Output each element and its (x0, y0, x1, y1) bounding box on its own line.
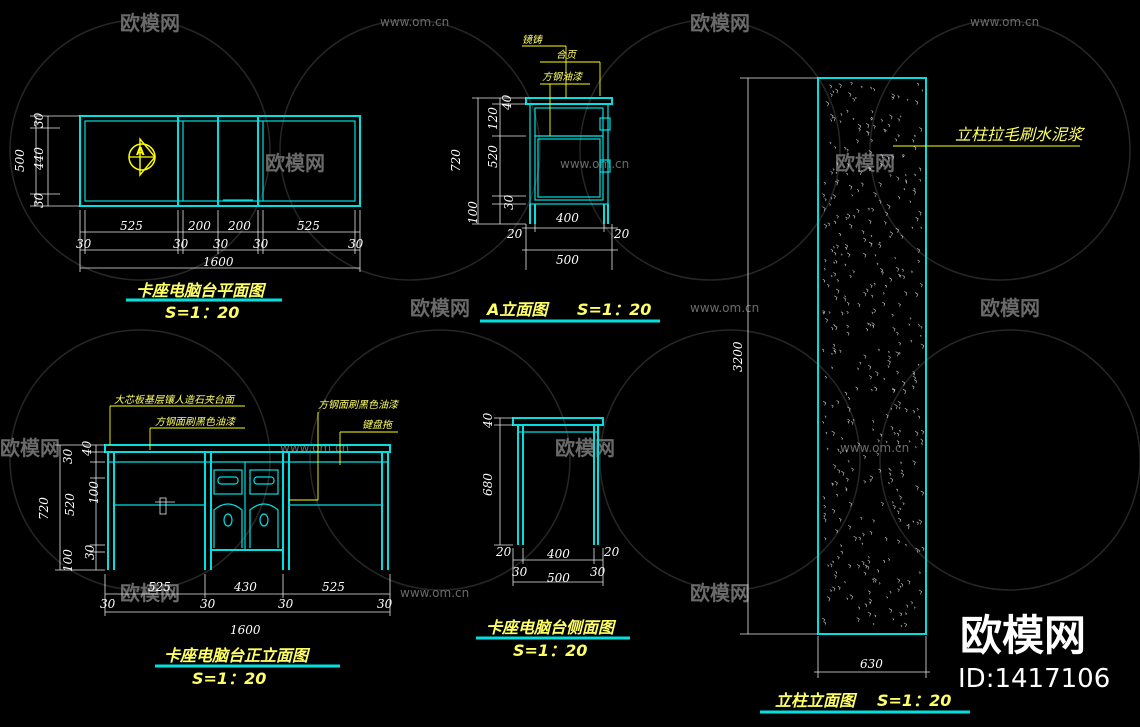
watermark-brand: 欧模网 (835, 151, 895, 175)
dim-label: 30 (83, 544, 97, 560)
watermark-url: www.om.cn (560, 157, 629, 171)
dim-label: 720 (37, 497, 51, 520)
dim-label: 430 (233, 580, 257, 594)
column-scale: S=1：20 (877, 691, 951, 710)
annotation-label: 大芯板基层镶人造石夹台面 (114, 394, 236, 406)
watermark-url: www.om.cn (840, 441, 909, 455)
dim-label: 500 (547, 571, 570, 585)
dim-label: 520 (486, 145, 500, 168)
plan-title: 卡座电脑台平面图 (136, 281, 267, 300)
dim-label: 30 (32, 192, 46, 208)
front-elevation-title: 卡座电脑台正立面图 (164, 646, 311, 665)
annotation-label: 方钢油漆 (542, 71, 584, 83)
dim-label: 1600 (230, 623, 261, 637)
dim-label: 520 (63, 493, 77, 516)
watermark-brand: 欧模网 (410, 296, 470, 320)
dim-label: 20 (495, 545, 512, 559)
dim-label: 630 (860, 657, 883, 671)
dim-label: 30 (348, 237, 364, 251)
dim-label: 30 (61, 448, 75, 464)
watermark-brand: 欧模网 (690, 581, 750, 605)
watermark-brand: 欧模网 (120, 581, 180, 605)
elevation-a: 镜铸 合页 方钢油漆 40 120 520 30 100 720 400 20 … (449, 34, 660, 323)
dim-label: 400 (546, 547, 570, 561)
plan-view: A 30 440 30 500 525 200 200 525 30 30 30… (13, 112, 364, 322)
dim-label: 30 (377, 597, 393, 611)
dim-label: 100 (87, 481, 101, 504)
dim-label: 100 (466, 201, 480, 224)
annotation-label: 方钢面刷黑色油漆 (155, 416, 237, 428)
annotation-label: 键盘拖 (362, 419, 394, 431)
dim-label: 20 (613, 227, 630, 241)
dim-label: 500 (556, 253, 579, 267)
dim-label: 525 (322, 580, 345, 594)
dim-label: 120 (486, 107, 500, 130)
side-elevation-title: 卡座电脑台侧面图 (486, 618, 617, 637)
dim-label: 30 (76, 237, 92, 251)
side-elevation-scale: S=1：20 (513, 641, 587, 660)
watermark-brand: 欧模网 (0, 436, 60, 460)
dim-label: 200 (227, 219, 251, 233)
dim-label: 30 (502, 194, 516, 210)
front-elevation: 大芯板基层镶人造石夹台面 方钢面刷黑色油漆 方钢面刷黑色油漆 键盘拖 40 30… (37, 394, 400, 688)
dim-label: 30 (590, 565, 606, 579)
dim-label: 40 (80, 440, 94, 457)
dim-label: 1600 (203, 255, 234, 269)
dim-label: 20 (603, 545, 620, 559)
watermark-brand: 欧模网 (690, 11, 750, 35)
dim-label: 440 (32, 147, 46, 171)
column-title: 立柱立面图 (775, 691, 858, 710)
annotation-label: 立柱拉毛刷水泥浆 (955, 125, 1086, 144)
dim-label: 40 (481, 412, 495, 429)
side-elevation: 40 680 20 400 20 30 500 30 卡座电脑台侧面图 S=1：… (476, 412, 630, 660)
dim-label: 400 (555, 211, 579, 225)
watermark-brand: 欧模网 (265, 151, 325, 175)
dim-label: 680 (481, 473, 495, 496)
dim-label: 525 (120, 219, 143, 233)
dim-label: 525 (297, 219, 320, 233)
dim-label: 3200 (731, 341, 745, 372)
front-elevation-scale: S=1：20 (192, 669, 266, 688)
dim-label: 525 (148, 580, 171, 594)
dim-label: 30 (100, 597, 116, 611)
dim-label: 500 (13, 149, 27, 172)
watermark-brand: 欧模网 (980, 296, 1040, 320)
dim-label: 30 (213, 237, 229, 251)
watermark-id: ID:1417106 (958, 664, 1110, 694)
annotation-label: 合页 (556, 49, 578, 61)
watermark-brand: 欧模网 (120, 11, 180, 35)
watermark-url: www.om.cn (690, 301, 759, 315)
annotation-label: 镜铸 (522, 34, 544, 46)
dim-label: 30 (32, 112, 46, 128)
watermark-url: www.om.cn (380, 15, 449, 29)
plan-scale: S=1：20 (165, 303, 239, 322)
dim-label: 30 (200, 597, 216, 611)
section-marker-letter: A (136, 145, 145, 158)
dim-label: 200 (187, 219, 211, 233)
watermark-brand: 欧模网 (555, 436, 615, 460)
watermark-url: www.om.cn (400, 586, 469, 600)
section-marker-icon: A (128, 137, 156, 177)
dim-label: 30 (512, 565, 528, 579)
dim-label: 720 (449, 149, 463, 172)
dim-label: 20 (506, 227, 523, 241)
dim-label: 30 (278, 597, 294, 611)
column-elevation: 立柱拉毛刷水泥浆 3200 630 立柱立面图 S=1：20 (731, 77, 1086, 714)
watermark-big-brand: 欧模网 (960, 611, 1086, 660)
dim-label: 30 (173, 237, 189, 251)
dim-label: 40 (500, 94, 514, 111)
elevation-a-scale: S=1：20 (577, 300, 651, 319)
cement-texture (821, 81, 925, 628)
annotation-label: 方钢面刷黑色油漆 (318, 399, 400, 411)
dim-label: 100 (61, 549, 75, 572)
elevation-a-title: A立面图 (485, 300, 550, 319)
dim-label: 30 (253, 237, 269, 251)
watermark-url: www.om.cn (970, 15, 1039, 29)
